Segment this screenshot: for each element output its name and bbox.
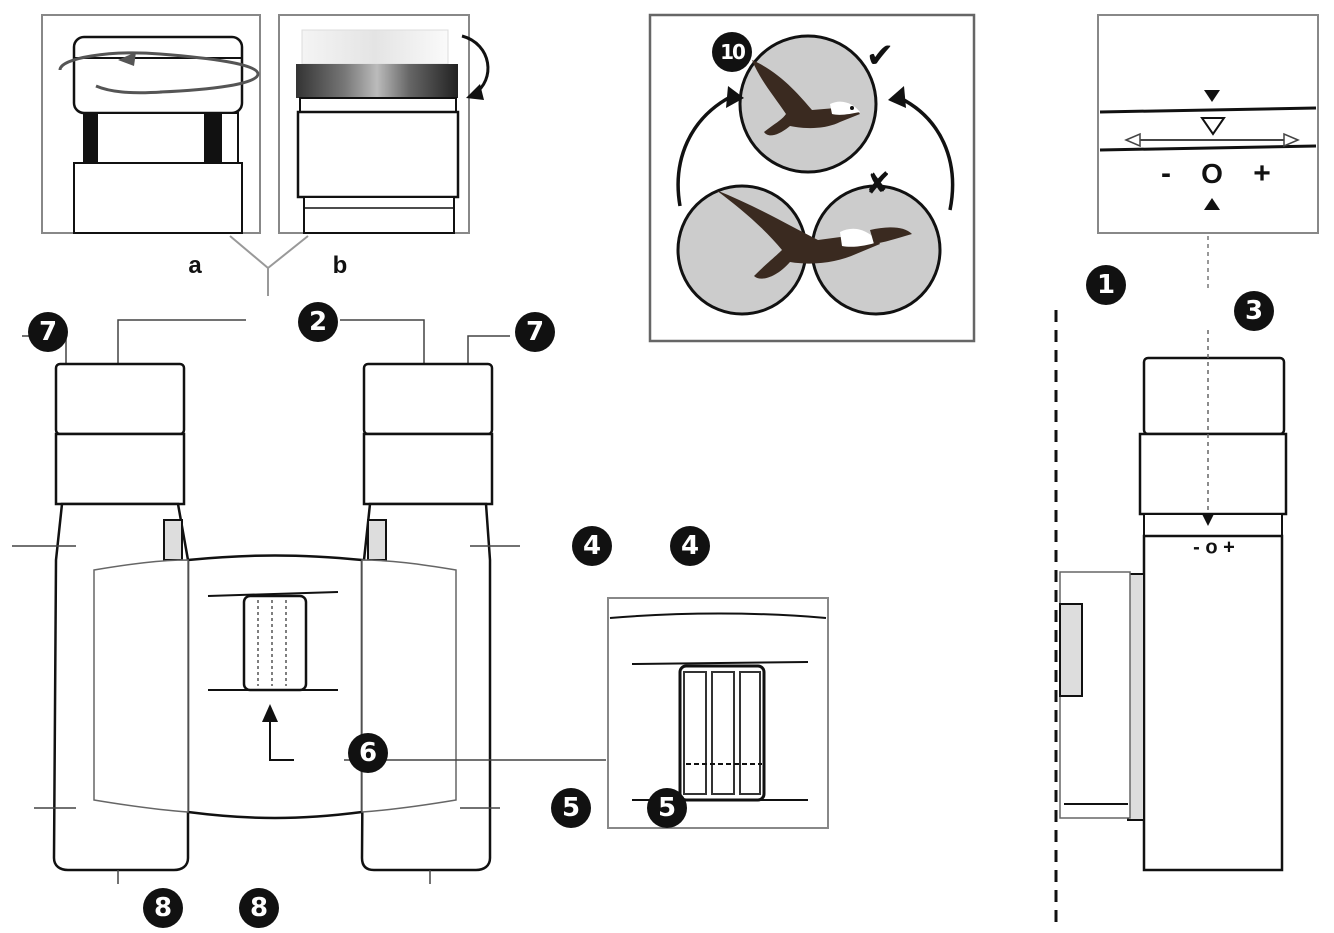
marker-4-right: 4 bbox=[670, 526, 710, 566]
marker-1: 1 bbox=[1086, 265, 1126, 305]
marker-10: 10 bbox=[712, 32, 752, 72]
marker-3: 3 bbox=[1234, 291, 1274, 331]
eagle-icon-bottom bbox=[716, 190, 912, 279]
marker-5-left: 5 bbox=[551, 788, 591, 828]
focus-wheel-closeup bbox=[607, 597, 829, 829]
label-a: a bbox=[188, 252, 202, 279]
marker-5-right: 5 bbox=[647, 788, 687, 828]
diopter-scale-panel bbox=[1097, 14, 1319, 234]
cross-icon: ✘ bbox=[865, 166, 891, 202]
panel-10-interpupillary bbox=[648, 13, 976, 343]
label-b: b bbox=[332, 252, 348, 279]
diopter-zero: O bbox=[1201, 158, 1223, 189]
binocular-front-view bbox=[12, 319, 606, 884]
diopter-minus: - bbox=[1161, 157, 1171, 190]
panel-a-eyecup-twist bbox=[41, 14, 261, 234]
ab-connector bbox=[229, 235, 309, 296]
panel-b-objective-cap bbox=[278, 14, 490, 234]
diopter-plus: + bbox=[1253, 157, 1271, 190]
checkmark-icon: ✔ bbox=[865, 36, 895, 76]
marker-2: 2 bbox=[298, 302, 338, 342]
marker-4-left: 4 bbox=[572, 526, 612, 566]
marker-7-left: 7 bbox=[28, 312, 68, 352]
marker-8-left: 8 bbox=[143, 888, 183, 928]
marker-7-right: 7 bbox=[515, 312, 555, 352]
marker-8-right: 8 bbox=[239, 888, 279, 928]
marker-6: 6 bbox=[348, 733, 388, 773]
eagle-icon bbox=[752, 60, 860, 136]
binocular-side-view bbox=[1054, 310, 1288, 929]
diopter-scale-small: - o + bbox=[1193, 536, 1235, 559]
